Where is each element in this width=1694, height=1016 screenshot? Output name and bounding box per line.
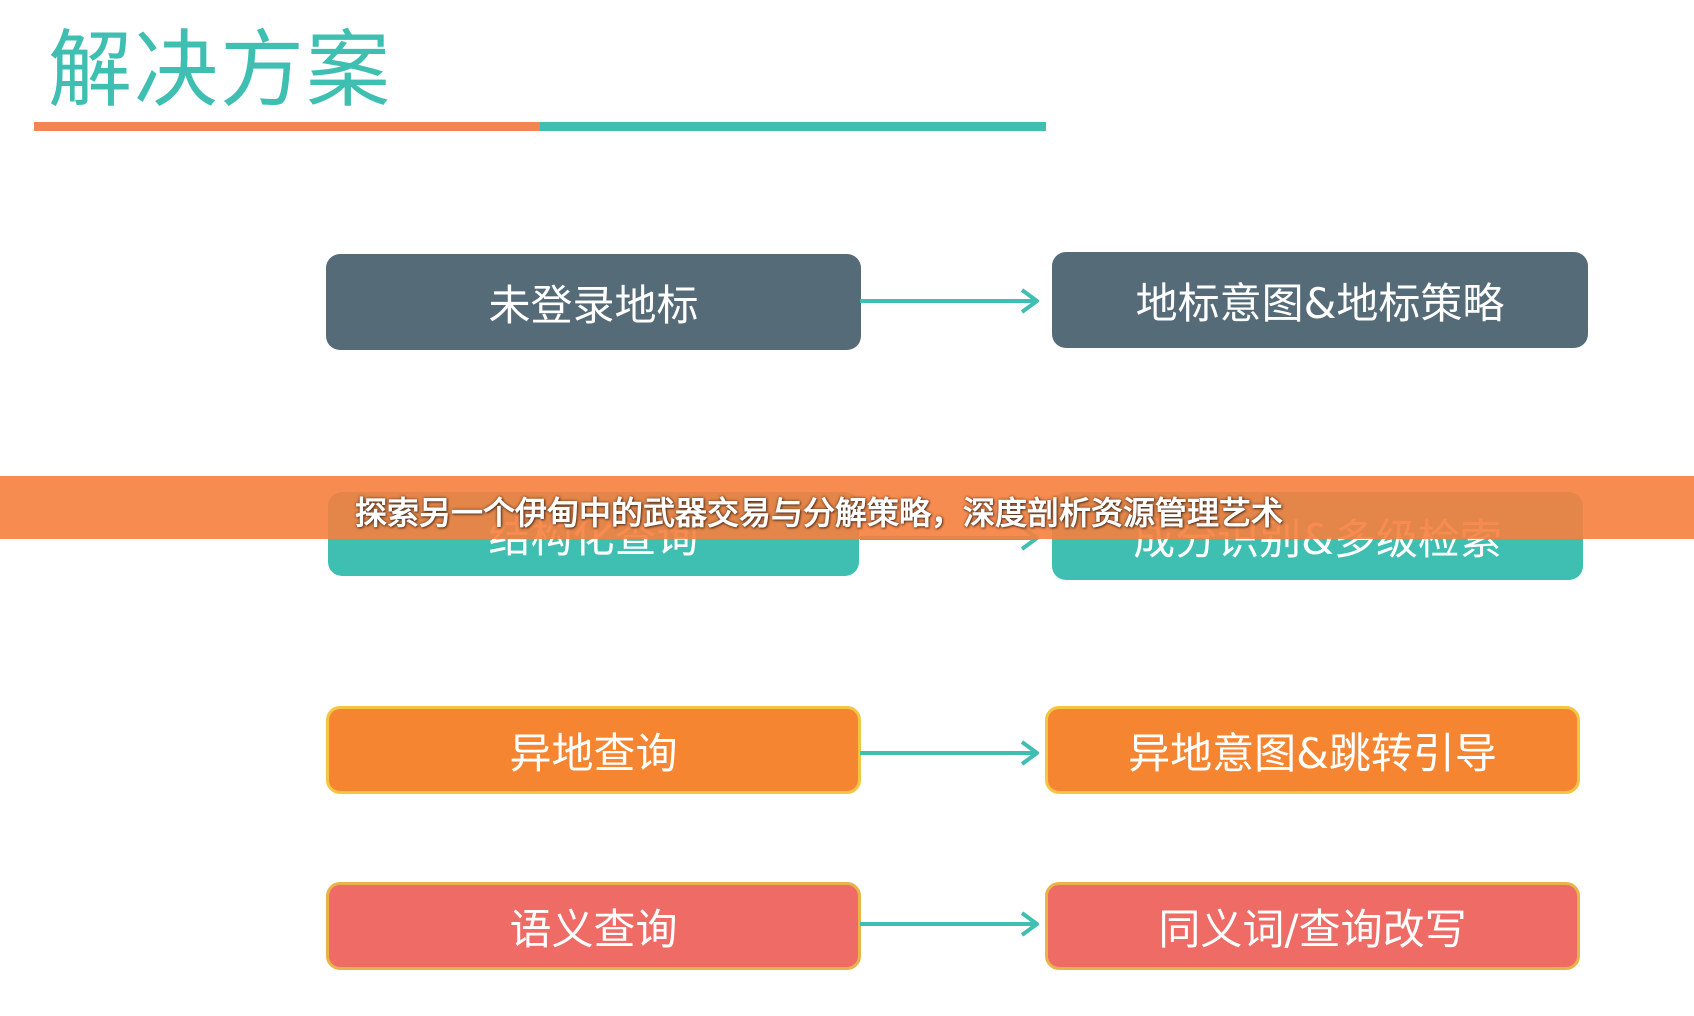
- flow-box-landmark-intent: 地标意图&地标策略: [1052, 252, 1588, 348]
- arrow-right-icon: [860, 911, 1039, 937]
- flow-box-label: 异地意图&跳转引导: [1128, 728, 1497, 778]
- flow-box-label: 同义词/查询改写: [1158, 904, 1467, 954]
- flow-box-remote-query: 异地查询: [326, 706, 861, 794]
- flow-box-semantic-query: 语义查询: [326, 882, 861, 970]
- title-underline-teal: [540, 122, 1046, 131]
- arrow-right-icon: [860, 740, 1039, 766]
- flow-box-label: 异地查询: [509, 728, 678, 778]
- flow-box-label: 语义查询: [509, 904, 678, 954]
- flow-box-unregistered-landmark: 未登录地标: [326, 254, 861, 350]
- title-underline-orange: [34, 122, 540, 131]
- arrow-right-icon: [860, 288, 1039, 314]
- flow-box-label: 未登录地标: [488, 280, 699, 330]
- headline-banner-text: 探索另一个伊甸中的武器交易与分解策略，深度剖析资源管理艺术: [355, 494, 1284, 532]
- headline-banner: [0, 476, 1694, 539]
- flow-box-label: 地标意图&地标策略: [1135, 278, 1505, 328]
- page-title: 解决方案: [48, 21, 393, 119]
- flow-box-synonym-rewrite: 同义词/查询改写: [1045, 882, 1580, 970]
- flow-box-remote-intent: 异地意图&跳转引导: [1045, 706, 1580, 794]
